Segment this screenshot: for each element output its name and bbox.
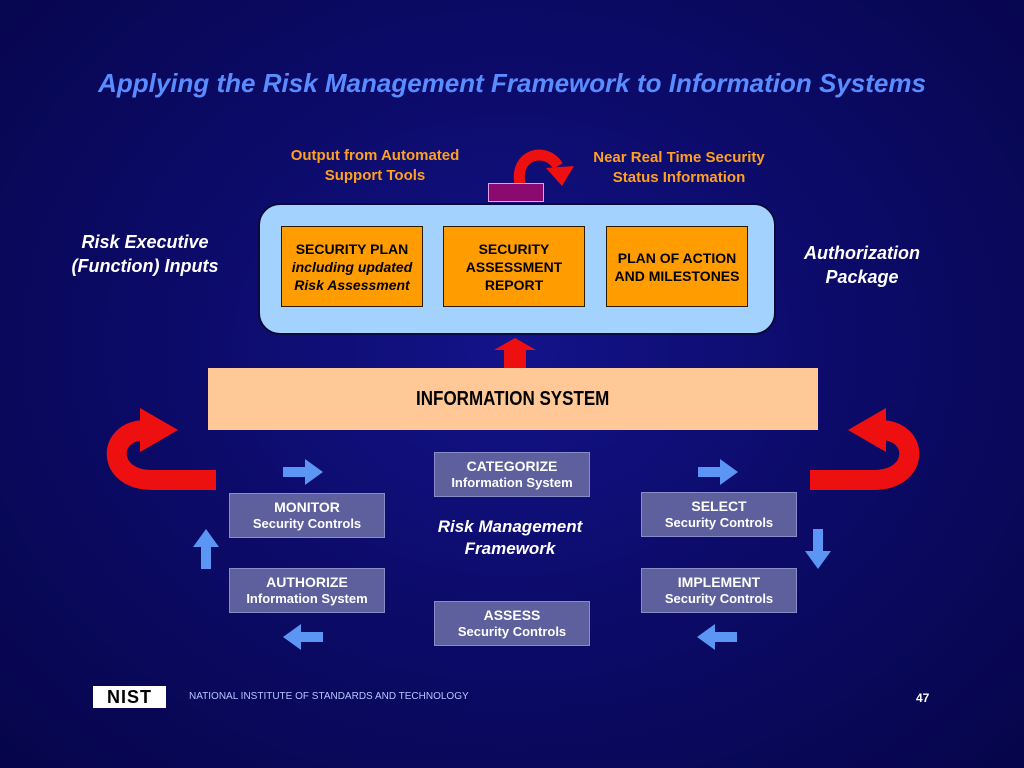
- assess-step: ASSESS Security Controls: [434, 601, 590, 646]
- security-plan-box: SECURITY PLAN including updated Risk Ass…: [281, 226, 423, 307]
- rmf-label: Risk Management Framework: [437, 517, 583, 558]
- assessment-report-box: SECURITY ASSESSMENT REPORT: [443, 226, 585, 307]
- categorize-name: CATEGORIZE: [466, 458, 558, 474]
- up-arrow-icon: [494, 338, 536, 368]
- page-number: 47: [916, 691, 930, 705]
- categorize-sub: Information System: [451, 475, 573, 490]
- assessment-report-title: SECURITY ASSESSMENT REPORT: [465, 240, 563, 293]
- arrow-right-icon: [698, 459, 738, 485]
- poam-box: PLAN OF ACTION AND MILESTONES: [606, 226, 748, 307]
- near-real-time-label: Near Real Time Security Status Informati…: [593, 149, 765, 186]
- slide-title: Applying the Risk Management Framework t…: [98, 68, 926, 98]
- arrow-right-icon: [283, 459, 323, 485]
- feedback-loop-arrow-right: [810, 408, 920, 490]
- security-plan-subtitle-1: including updated: [291, 258, 413, 275]
- nist-logo-text: NIST: [107, 687, 152, 707]
- monitor-name: MONITOR: [274, 499, 340, 515]
- information-system-label: INFORMATION SYSTEM: [416, 387, 610, 410]
- select-sub: Security Controls: [664, 515, 774, 530]
- nist-logo: NIST: [93, 686, 166, 708]
- footer-organization: NATIONAL INSTITUTE OF STANDARDS AND TECH…: [189, 691, 469, 702]
- risk-executive-label: Risk Executive (Function) Inputs: [71, 232, 219, 276]
- information-system-bar: INFORMATION SYSTEM: [208, 368, 818, 430]
- categorize-step: CATEGORIZE Information System: [434, 452, 590, 497]
- feedback-loop-arrow-top: [513, 149, 574, 186]
- arrow-up-icon: [193, 529, 219, 569]
- authorize-sub: Information System: [246, 591, 368, 606]
- assess-name: ASSESS: [483, 607, 541, 623]
- implement-sub: Security Controls: [664, 591, 774, 606]
- monitor-step: MONITOR Security Controls: [229, 493, 385, 538]
- implement-step: IMPLEMENT Security Controls: [641, 568, 797, 613]
- security-plan-title: SECURITY PLAN: [295, 240, 409, 257]
- implement-name: IMPLEMENT: [677, 574, 761, 590]
- output-tools-label: Output from Automated Support Tools: [290, 147, 460, 184]
- authorization-package-label: Authorization Package: [804, 243, 920, 287]
- select-step: SELECT Security Controls: [641, 492, 797, 537]
- select-name: SELECT: [691, 498, 747, 514]
- monitor-sub: Security Controls: [252, 516, 362, 531]
- assess-sub: Security Controls: [457, 624, 567, 639]
- connector-bar: [488, 183, 544, 202]
- security-plan-subtitle-2: Risk Assessment: [294, 276, 410, 293]
- authorize-step: AUTHORIZE Information System: [229, 568, 385, 613]
- arrow-down-icon: [805, 529, 831, 569]
- authorize-name: AUTHORIZE: [266, 574, 348, 590]
- arrow-left-icon: [283, 624, 323, 650]
- feedback-loop-arrow-left: [106, 408, 216, 490]
- arrow-left-icon: [697, 624, 737, 650]
- poam-title: PLAN OF ACTION AND MILESTONES: [614, 249, 740, 284]
